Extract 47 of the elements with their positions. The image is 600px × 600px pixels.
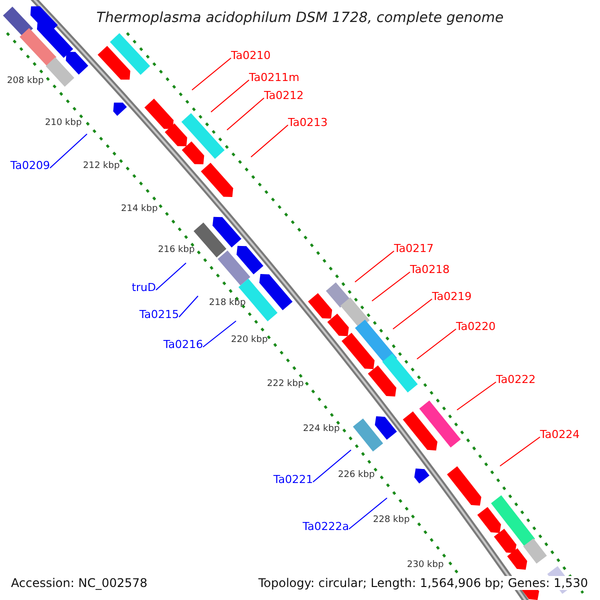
scale-label: 208 kbp bbox=[7, 77, 44, 86]
title: Thermoplasma acidophilum DSM 1728, complete genome bbox=[95, 11, 505, 25]
gene-label: Ta0215 bbox=[139, 309, 179, 320]
gene-label: Ta0221 bbox=[273, 474, 313, 485]
leader-line bbox=[202, 320, 236, 348]
gene-label: Ta0211m bbox=[249, 72, 300, 83]
gene-label: Ta0222 bbox=[496, 374, 536, 385]
gene-label: truD bbox=[132, 282, 156, 293]
leader-line bbox=[312, 450, 352, 482]
leader-line bbox=[192, 58, 232, 90]
gene-label: Ta0218 bbox=[410, 264, 450, 275]
leader-line bbox=[178, 296, 198, 318]
leader-line bbox=[226, 98, 264, 130]
gene-label: Ta0210 bbox=[231, 50, 271, 61]
leader-line bbox=[250, 124, 288, 158]
scale-label: 210 kbp bbox=[45, 119, 82, 128]
scale-label: 226 kbp bbox=[338, 471, 375, 480]
scale-label: 224 kbp bbox=[303, 425, 340, 434]
gene-label: Ta0217 bbox=[394, 243, 434, 254]
gene-label: Ta0224 bbox=[540, 429, 580, 440]
gene-label: Ta0219 bbox=[432, 291, 472, 302]
scale-label: 228 kbp bbox=[373, 516, 410, 525]
scale-label: 212 kbp bbox=[83, 162, 120, 171]
leader-line bbox=[210, 80, 250, 112]
leader-line bbox=[500, 436, 540, 466]
scale-label: 220 kbp bbox=[231, 336, 268, 345]
leader-line bbox=[416, 328, 456, 360]
gene-label: Ta0216 bbox=[163, 339, 203, 350]
gene-label: Ta0222a bbox=[302, 521, 349, 532]
leader-line bbox=[156, 262, 186, 290]
gene-label: Ta0209 bbox=[10, 160, 50, 171]
gene-label: Ta0213 bbox=[288, 117, 328, 128]
gene-label: Ta0212 bbox=[264, 90, 304, 101]
scale-label: 214 kbp bbox=[121, 205, 158, 214]
scale-label: 216 kbp bbox=[158, 246, 195, 255]
leader-line bbox=[372, 272, 410, 302]
gene-label: Ta0220 bbox=[456, 321, 496, 332]
genome-summary: Topology: circular; Length: 1,564,906 bp; Genes: 1,530 bbox=[256, 576, 590, 590]
scale-label: 222 kbp bbox=[267, 380, 304, 389]
accession-text: Accession: NC_002578 bbox=[9, 576, 150, 590]
scale-label: 230 kbp bbox=[407, 561, 444, 570]
leader-line bbox=[354, 250, 394, 282]
leader-line bbox=[456, 382, 496, 410]
leader-line bbox=[50, 134, 88, 168]
leader-line bbox=[392, 298, 432, 330]
leader-line bbox=[348, 498, 388, 530]
scale-label: 218 kbp bbox=[209, 299, 246, 308]
